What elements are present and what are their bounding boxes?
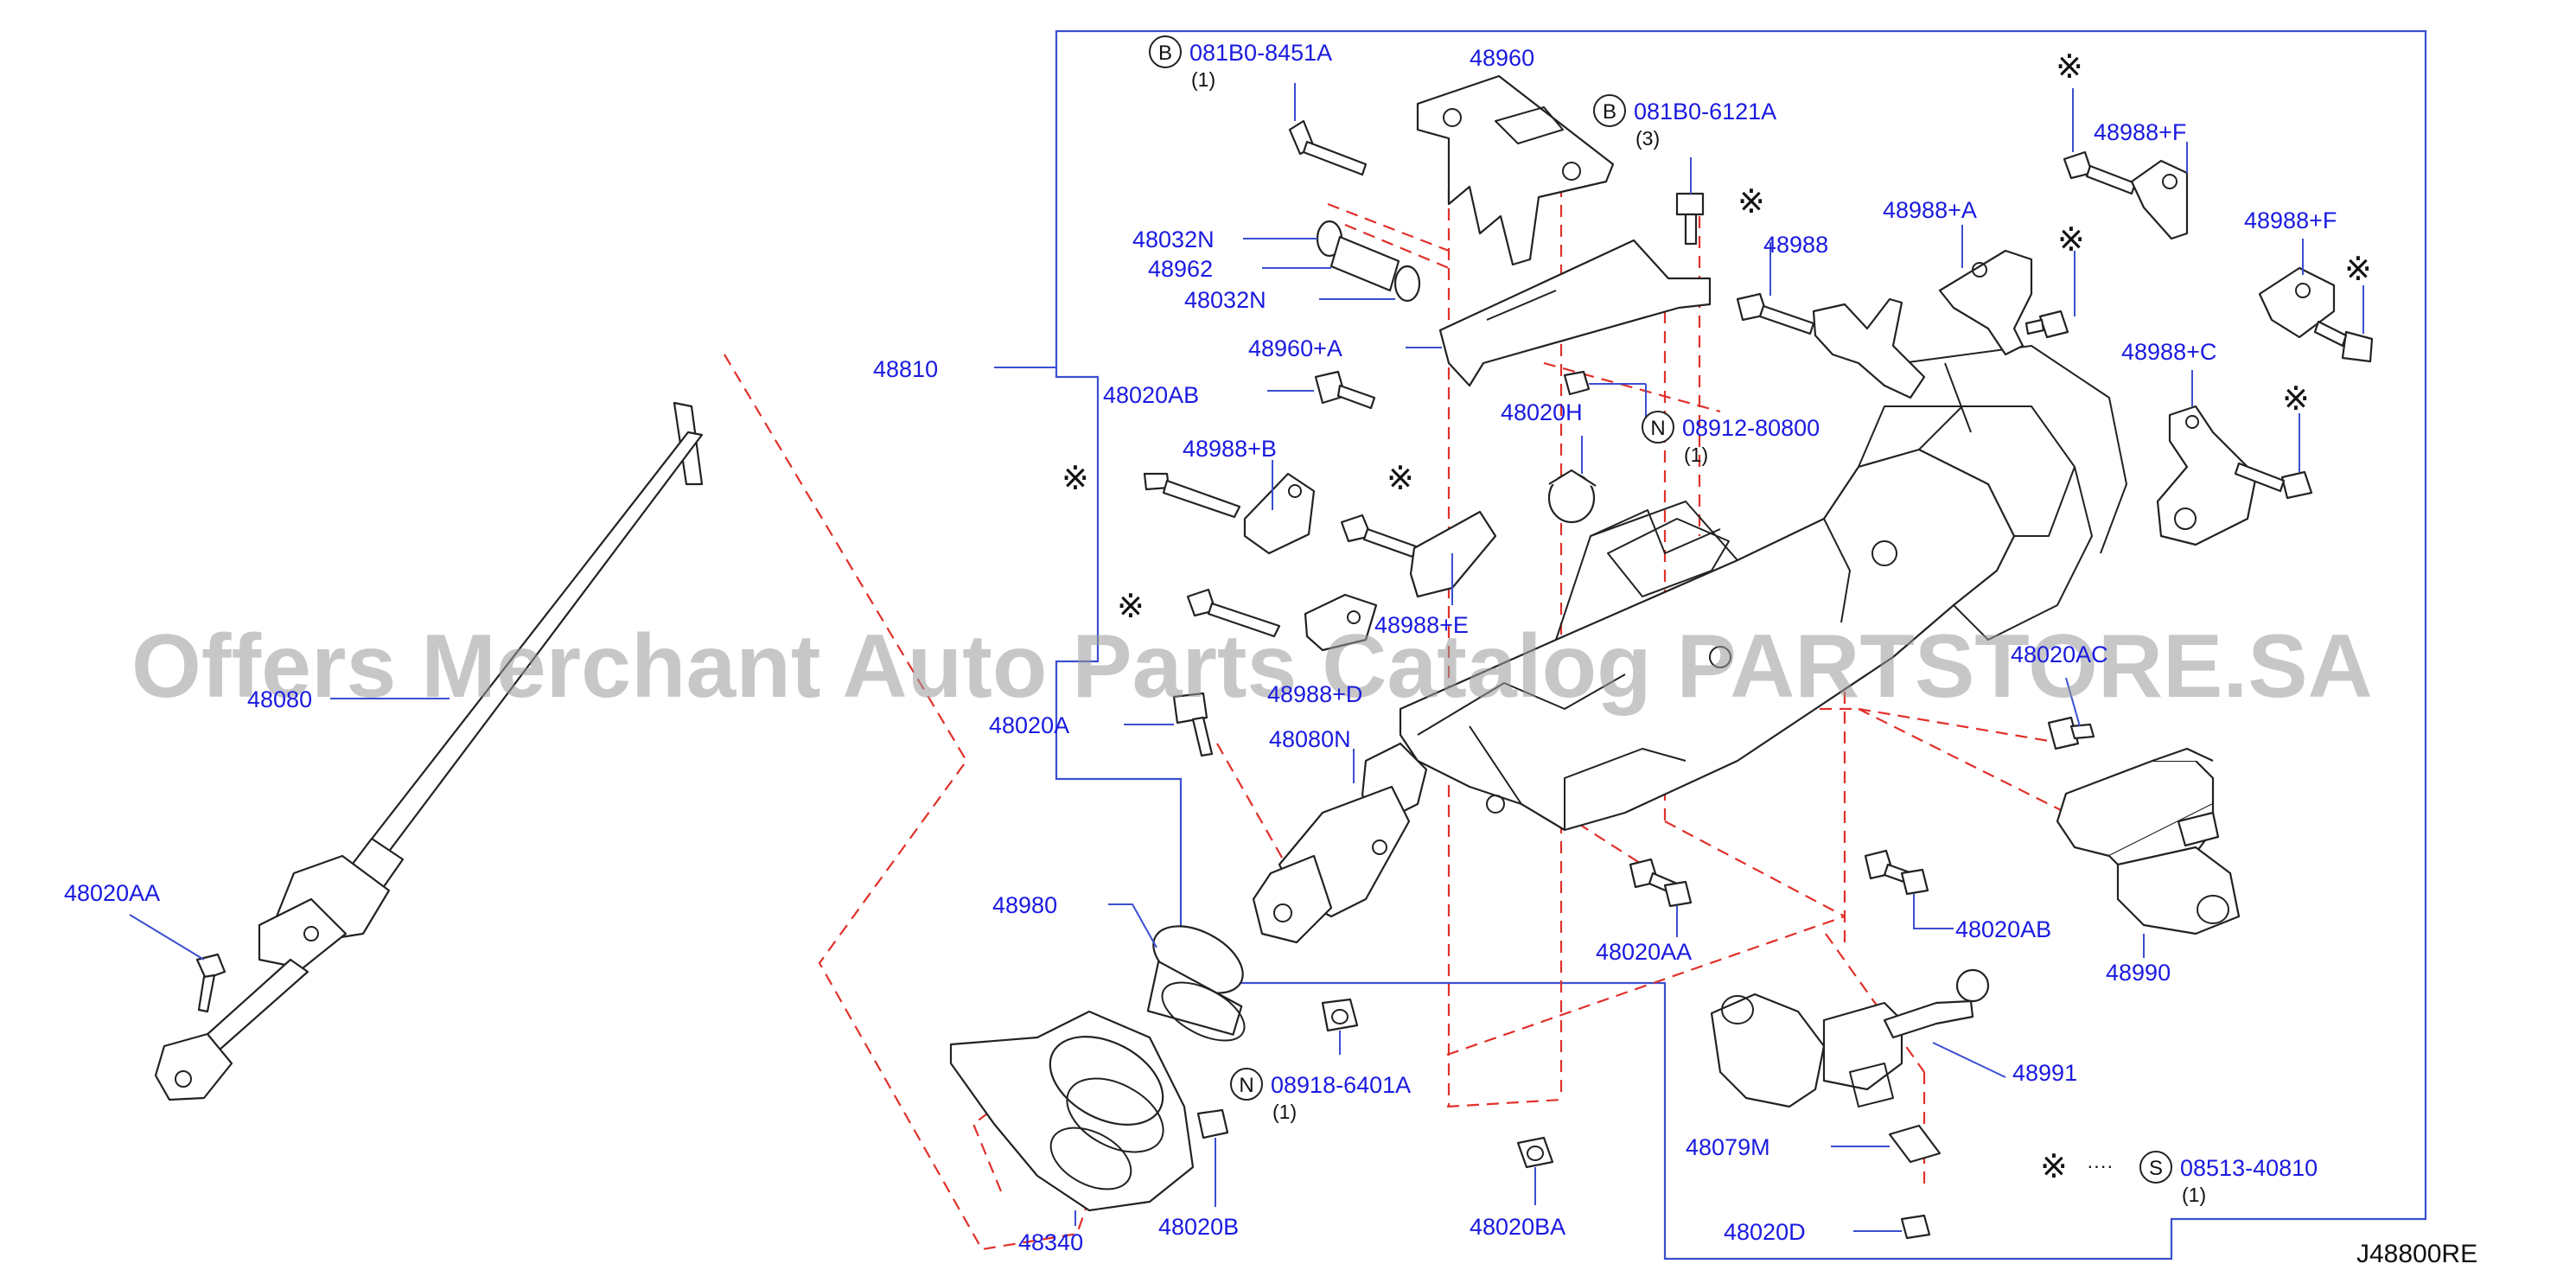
label-48032N-a: 48032N: [1132, 227, 1215, 252]
label-48990: 48990: [2106, 960, 2171, 986]
bracket-48988D: [1186, 588, 1378, 652]
bolt-48020AC: [2047, 677, 2095, 750]
mark-symbol: ※: [1117, 587, 1145, 625]
svg-text:(1): (1): [1272, 1101, 1297, 1123]
watermark: Offers Merchant Auto Parts Catalog PARTS…: [131, 616, 2373, 717]
label-48020AA-a: 48020AA: [64, 880, 160, 906]
svg-text:08912-80800: 08912-80800: [1682, 415, 1820, 441]
diagram-code: J48800RE: [2356, 1240, 2477, 1268]
label-48020B: 48020B: [1158, 1214, 1239, 1240]
label-48988B: 48988+B: [1183, 436, 1277, 462]
mark-symbol: ※: [1738, 182, 1765, 220]
intermediate-shaft-48080: [154, 401, 704, 1101]
callout-081B0-6121A: B 081B0-6121A (3): [1593, 94, 1776, 150]
mark-symbol: ※: [2056, 48, 2083, 86]
label-48020AB-a: 48020AB: [1103, 382, 1199, 408]
bolt-48020AA-left: [195, 953, 226, 1013]
actuator-48991: [1710, 968, 2006, 1108]
label-48340: 48340: [1018, 1229, 1083, 1255]
label-48960: 48960: [1470, 45, 1534, 71]
bushings-48032N-48962: [1243, 220, 1421, 303]
mark-symbol: ※: [2344, 250, 2372, 288]
leader-48020AA-left: [129, 914, 205, 961]
svg-text:(1): (1): [2182, 1184, 2206, 1206]
bracket-48960: [1416, 74, 1615, 266]
mark-symbol: ※: [1387, 459, 1414, 497]
callout-08918-6401A: N 08918-6401A (1): [1230, 1068, 1411, 1123]
mark-symbol: ※: [1062, 459, 1089, 497]
svg-text:····: ····: [2087, 1154, 2114, 1177]
label-48988D: 48988+D: [1267, 681, 1362, 707]
label-48988A: 48988+A: [1883, 197, 1977, 223]
column-housing: [1399, 345, 2127, 832]
label-48962: 48962: [1148, 256, 1213, 282]
bracket-48960A: [1406, 239, 1712, 387]
label-48020A: 48020A: [989, 712, 1069, 738]
bolt-48020A: [1124, 692, 1214, 757]
label-48032N-b: 48032N: [1184, 287, 1266, 313]
note-marks: ※ ※ ※ ※ ※ ※ ※ ※: [1062, 48, 2372, 625]
label-48079M: 48079M: [1686, 1134, 1770, 1160]
svg-text:(3): (3): [1636, 127, 1660, 150]
nut-48020BA: [1516, 1136, 1554, 1205]
svg-text:(1): (1): [1191, 68, 1215, 91]
mark-symbol: ※: [2282, 380, 2310, 418]
label-48960A: 48960+A: [1248, 335, 1342, 361]
label-48020H: 48020H: [1501, 399, 1583, 425]
bracket-48988B: [1143, 460, 1316, 555]
label-48020D: 48020D: [1724, 1219, 1806, 1245]
switch-48990: [2056, 747, 2241, 958]
part-labels: 48960 48032N 48962 48032N 48960+A 48020A…: [64, 45, 2337, 1255]
bolt-48020AA-center: [1629, 858, 1693, 937]
bolt-48020AB-center: [1864, 849, 1954, 929]
label-48020AC: 48020AC: [2011, 642, 2108, 667]
mark-symbol: ※: [2057, 220, 2085, 259]
label-48988C: 48988+C: [2121, 339, 2216, 365]
boot-48980: [1108, 903, 1246, 1042]
label-48080N: 48080N: [1269, 726, 1351, 752]
callout-081B0-8451A: B 081B0-8451A (1): [1149, 35, 1332, 91]
bolt-081B0-6121A: [1675, 157, 1705, 246]
svg-text:S: S: [2149, 1157, 2163, 1180]
svg-text:08513-40810: 08513-40810: [2180, 1155, 2318, 1181]
label-48988: 48988: [1763, 232, 1828, 258]
callout-08513-40810: ※ ···· S 08513-40810 (1): [2040, 1147, 2318, 1206]
svg-text:(1): (1): [1684, 444, 1708, 466]
svg-text:081B0-8451A: 081B0-8451A: [1189, 40, 1332, 66]
bracket-48988F-lower: [2258, 239, 2374, 363]
bracket-48988E: [1340, 510, 1497, 605]
label-48020BA: 48020BA: [1470, 1214, 1565, 1240]
svg-text:081B0-6121A: 081B0-6121A: [1634, 99, 1776, 124]
label-48020AA-b: 48020AA: [1596, 939, 1692, 965]
svg-text:B: B: [1158, 41, 1172, 65]
bolt-081B0-8451A: [1288, 83, 1368, 176]
svg-text:08918-6401A: 08918-6401A: [1271, 1072, 1411, 1098]
svg-text:N: N: [1239, 1074, 1253, 1097]
boot-48340: [949, 1010, 1195, 1226]
bracket-48988: [1736, 242, 1926, 399]
bracket-48988A: [1938, 225, 2075, 356]
label-48988E: 48988+E: [1374, 612, 1469, 638]
bracket-48988F-upper: [2063, 88, 2189, 240]
bolt-48020D: [1853, 1214, 1931, 1240]
label-48988F-b: 48988+F: [2244, 207, 2337, 233]
label-48080: 48080: [247, 686, 312, 712]
nut-08918-6401A: [1321, 998, 1359, 1055]
svg-text:※: ※: [2040, 1147, 2068, 1185]
label-48020AB-b: 48020AB: [1955, 916, 2051, 942]
ujoint-48080N: [1252, 742, 1428, 944]
bracket-48988C: [2156, 370, 2313, 546]
callout-08912-80800: N 08912-80800 (1): [1642, 411, 1820, 466]
svg-text:N: N: [1650, 417, 1665, 440]
bolt-48020AB-upper: [1267, 370, 1376, 410]
label-48988F-a: 48988+F: [2094, 119, 2186, 145]
label-48980: 48980: [992, 892, 1057, 918]
clip-48079M: [1831, 1124, 1942, 1164]
label-48810: 48810: [873, 356, 938, 382]
nut-48020B: [1196, 1108, 1229, 1207]
svg-text:B: B: [1603, 100, 1616, 124]
nut-48020H: [1547, 370, 1647, 524]
label-48991: 48991: [2012, 1060, 2077, 1086]
